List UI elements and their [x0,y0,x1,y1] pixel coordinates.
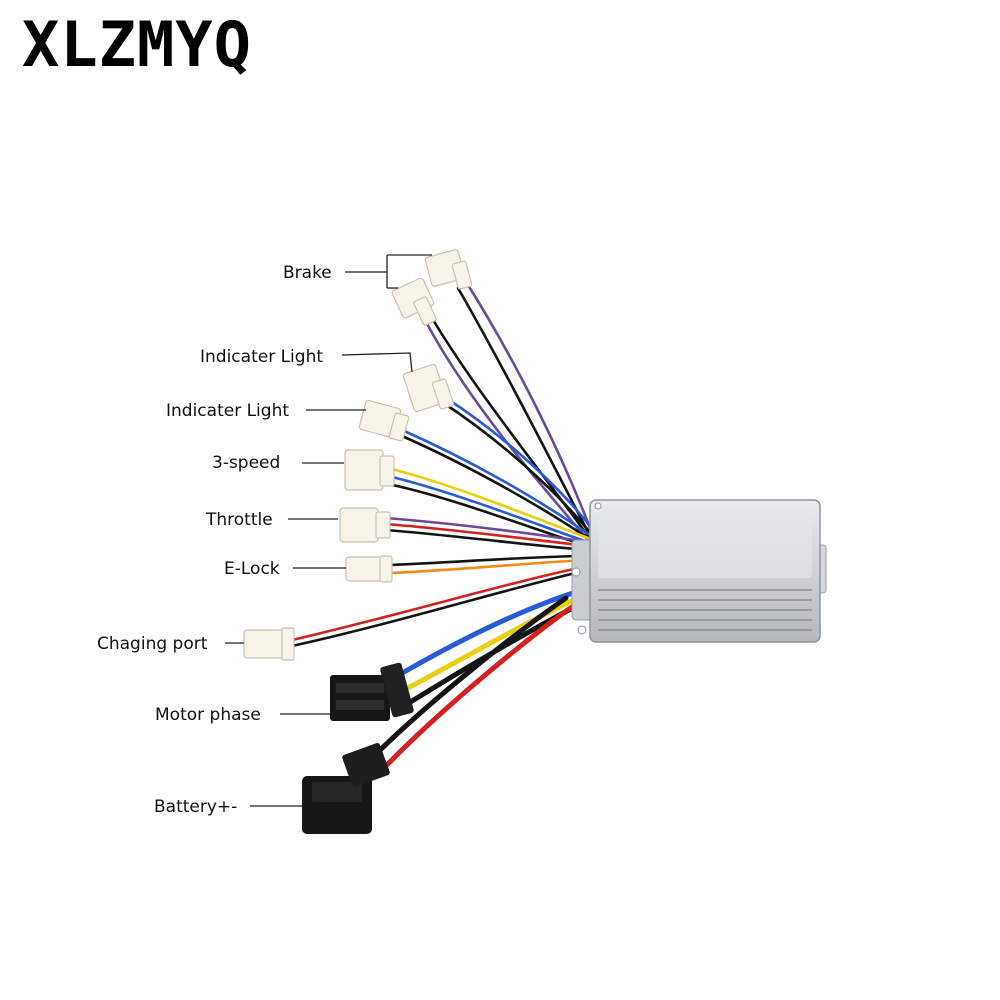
label-battery: Battery+- [154,797,237,817]
label-indicator-1: Indicater Light [200,347,323,367]
brake-connector-2 [391,277,437,326]
speed-connector [344,449,395,491]
label-motor: Motor phase [155,705,261,725]
callout-labels: Brake Indicater Light Indicater Light 3-… [97,263,332,817]
power-wires [369,589,583,771]
label-speed: 3-speed [212,453,280,473]
signal-wires [290,283,592,648]
brake-connector-1 [424,249,473,290]
battery-connector [302,743,390,834]
motor-phase-connector [330,662,414,721]
elock-connector [345,555,393,583]
throttle-connector [339,507,391,543]
indicator-connector-1 [402,363,455,413]
brand-logo: XLZMYQ [22,8,252,81]
label-brake: Brake [283,263,332,283]
label-charging: Chaging port [97,634,208,654]
label-throttle: Throttle [205,510,273,530]
cooling-fins [598,589,812,631]
charging-connector [243,627,295,661]
indicator-connector-2 [358,399,410,442]
label-indicator-2: Indicater Light [166,401,289,421]
label-elock: E-Lock [224,559,280,579]
leader-lines [225,254,432,807]
controller-housing [571,499,827,643]
